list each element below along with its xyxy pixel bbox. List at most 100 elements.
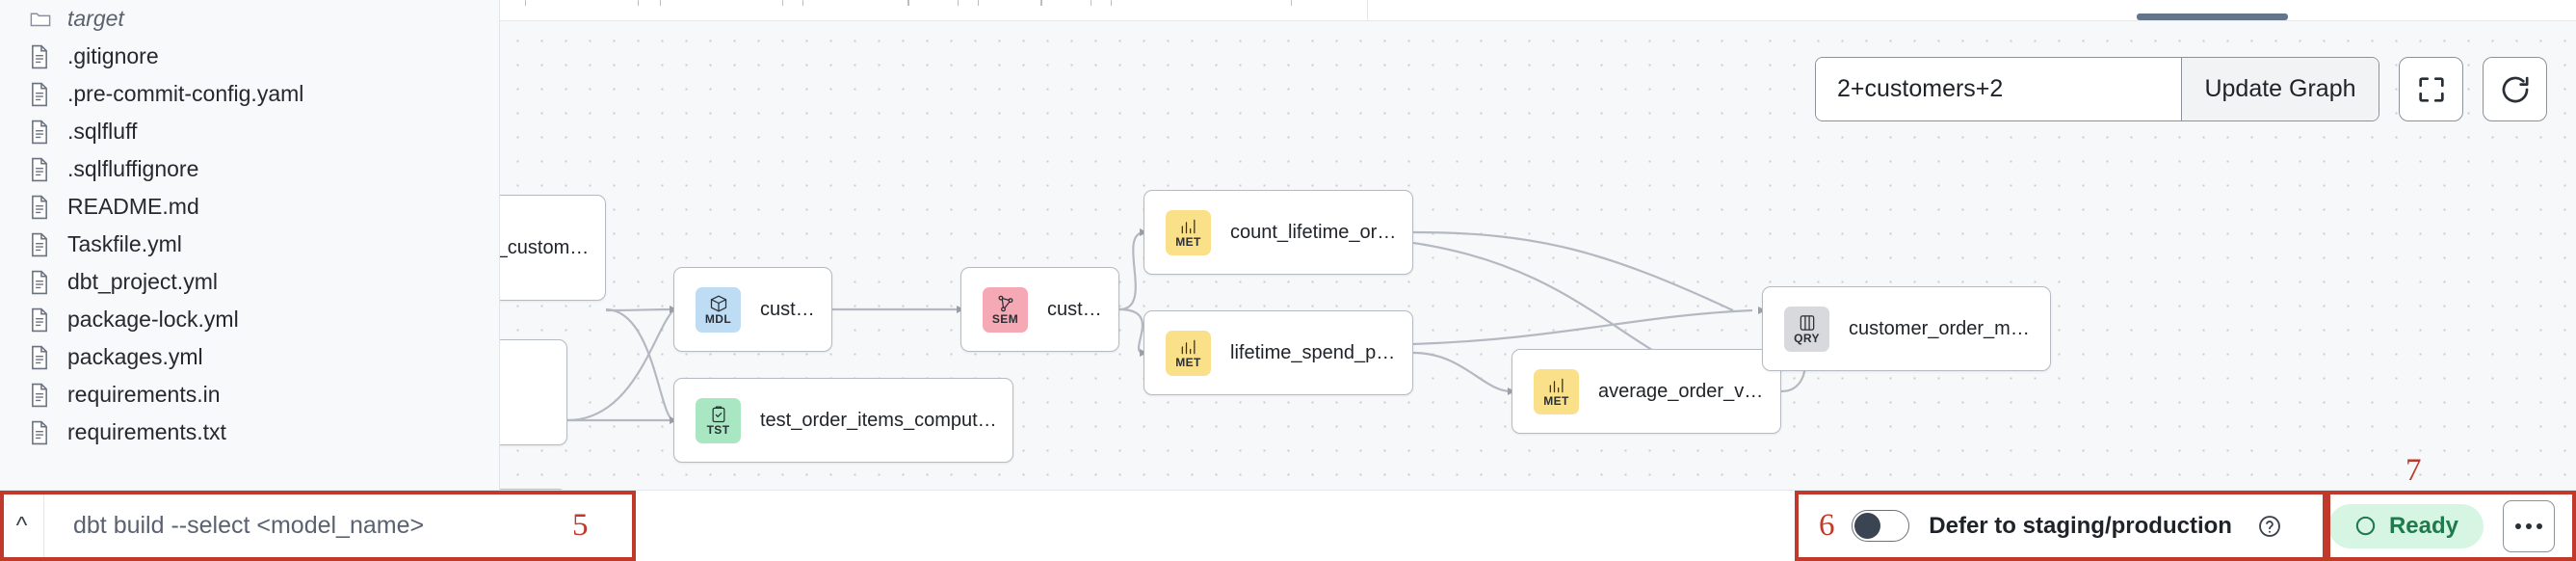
query-icon [1798, 313, 1817, 333]
file-name: dbt_project.yml [67, 269, 218, 294]
file-list-item[interactable]: .gitignore [0, 38, 499, 75]
graph-node[interactable] [500, 489, 567, 490]
node-label: count_lifetime_orders [1230, 221, 1412, 243]
file-explorer-sidebar: target .gitignore .pre-commit-config.yaml.… [0, 0, 500, 490]
node-type-badge: MDL [696, 286, 741, 333]
question-circle-icon[interactable] [2257, 514, 2282, 539]
node-label: orders [500, 382, 503, 404]
file-name: requirements.in [67, 382, 221, 407]
file-icon [29, 383, 62, 408]
node-type-code: SEM [991, 312, 1019, 326]
editor-tabstrip [500, 0, 2576, 21]
toggle-knob [1854, 513, 1881, 539]
file-name: package-lock.yml [67, 307, 239, 332]
tab-stub-7[interactable] [1111, 0, 1292, 6]
nodes-icon [996, 294, 1015, 313]
tab-stub-3[interactable] [802, 0, 908, 6]
file-name: .pre-commit-config.yaml [67, 81, 304, 106]
file-icon [29, 270, 62, 295]
defer-toggle-label: Defer to staging/production [1929, 512, 2232, 539]
status-badge[interactable]: Ready [2327, 503, 2484, 548]
file-list-item[interactable]: target [0, 0, 499, 38]
graph-selector-combo: Update Graph [1815, 57, 2379, 121]
tab-stub-6[interactable] [1041, 0, 1091, 6]
file-name: README.md [67, 194, 199, 219]
file-list-item[interactable]: .sqlfluff [0, 113, 499, 150]
tab-stub-5[interactable] [978, 0, 1041, 6]
file-name: requirements.txt [67, 419, 226, 444]
file-icon [29, 345, 62, 370]
node-label: stg_customers [500, 236, 597, 258]
file-list-item[interactable]: dbt_project.yml [0, 263, 499, 301]
node-label: test_order_items_compute_to_bools… [760, 409, 1012, 431]
graph-node[interactable]: SEM customers [960, 267, 1119, 352]
file-icon [29, 157, 62, 182]
node-label: average_order_value [1598, 380, 1780, 402]
tabstrip-divider [1367, 0, 1368, 21]
file-list-item[interactable]: README.md [0, 188, 499, 226]
refresh-button[interactable] [2483, 57, 2547, 121]
file-icon [29, 82, 62, 107]
file-icon [29, 232, 62, 257]
tab-stub-2[interactable] [660, 0, 783, 6]
file-list-item[interactable]: Taskfile.yml [0, 226, 499, 263]
file-icon [29, 307, 62, 333]
file-list-item[interactable]: .sqlfluffignore [0, 150, 499, 188]
graph-toolbar: Update Graph [1815, 57, 2547, 121]
graph-node[interactable]: stg_customers [500, 195, 606, 301]
expand-icon [2415, 73, 2448, 106]
defer-toggle-switch[interactable] [1852, 510, 1910, 542]
file-name: .sqlfluff [67, 119, 138, 144]
file-name: Taskfile.yml [67, 231, 182, 256]
lineage-canvas-panel: stg_customersorders MDL customersTST test_o… [500, 0, 2576, 490]
file-list-item[interactable]: requirements.in [0, 376, 499, 414]
node-label: lifetime_spend_pretax [1230, 341, 1412, 363]
node-type-code: TST [706, 423, 730, 437]
file-name: target [67, 6, 124, 31]
graph-node[interactable]: MET average_order_value [1511, 349, 1781, 434]
file-list-item[interactable]: .pre-commit-config.yaml [0, 75, 499, 113]
file-icon [29, 120, 62, 145]
bar-chart-icon [1179, 337, 1198, 357]
file-name: .gitignore [67, 43, 159, 68]
lineage-graph[interactable]: stg_customersorders MDL customersTST test_o… [500, 21, 2576, 490]
graph-node[interactable]: TST test_order_items_compute_to_bools… [673, 378, 1013, 463]
chevron-up-icon[interactable]: ^ [0, 490, 44, 561]
file-list-item[interactable]: requirements.txt [0, 414, 499, 451]
refresh-icon [2499, 73, 2532, 106]
file-name: packages.yml [67, 344, 203, 369]
graph-selector-input[interactable] [1816, 58, 2181, 120]
node-type-code: MET [1175, 356, 1201, 369]
tab-stub-4[interactable] [908, 0, 959, 6]
graph-node[interactable]: orders [500, 339, 567, 445]
update-graph-button[interactable]: Update Graph [2181, 58, 2379, 120]
node-type-badge: QRY [1784, 306, 1829, 352]
file-icon [29, 195, 62, 220]
bar-chart-icon [1547, 376, 1566, 395]
node-label: customers [1047, 298, 1118, 320]
node-label: customers [760, 298, 831, 320]
bar-chart-icon [1179, 217, 1198, 236]
node-label: customer_order_metrics [1849, 317, 2050, 339]
node-type-badge: SEM [983, 286, 1028, 333]
node-type-badge: TST [696, 397, 741, 443]
fullscreen-button[interactable] [2399, 57, 2463, 121]
cube-icon [709, 294, 728, 313]
defer-toggle-group: Defer to staging/production [1830, 491, 2303, 561]
bottom-bar-right: Defer to staging/production Ready [1830, 491, 2576, 561]
folder-icon [29, 8, 62, 31]
graph-node[interactable]: QRY customer_order_metrics [1762, 286, 2051, 371]
tab-stub-1[interactable] [525, 0, 639, 6]
node-type-code: QRY [1794, 332, 1820, 345]
file-list-item[interactable]: packages.yml [0, 338, 499, 376]
file-list-item[interactable]: package-lock.yml [0, 301, 499, 338]
file-icon [29, 44, 62, 69]
graph-node[interactable]: MDL customers [673, 267, 832, 352]
node-type-code: MET [1543, 394, 1569, 408]
command-input[interactable]: dbt build --select <model_name> [73, 512, 425, 539]
circle-icon [2353, 514, 2378, 538]
kebab-horizontal-icon[interactable] [2503, 499, 2555, 552]
graph-node[interactable]: MET lifetime_spend_pretax [1143, 310, 1413, 395]
